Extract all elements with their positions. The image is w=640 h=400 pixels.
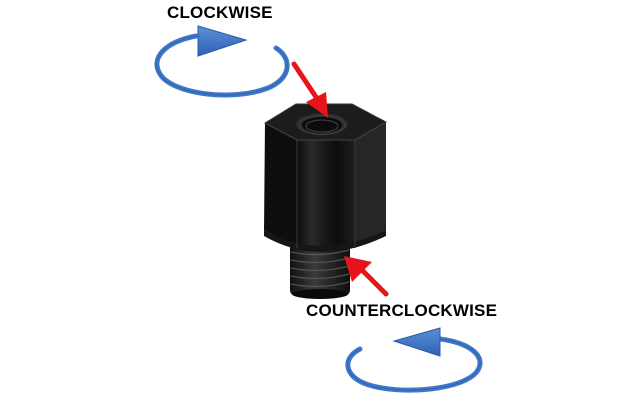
counterclockwise-rotation-arrow-icon <box>345 327 483 393</box>
hex-body <box>263 103 388 252</box>
clockwise-rotation-arrow-icon <box>154 25 290 98</box>
red-pointer-arrow-icon <box>291 61 328 118</box>
red-pointer-arrow-icon <box>344 256 389 297</box>
counterclockwise-label: COUNTERCLOCKWISE <box>306 301 498 320</box>
clockwise-label: CLOCKWISE <box>167 3 273 22</box>
thread-adapter-part <box>263 103 388 299</box>
